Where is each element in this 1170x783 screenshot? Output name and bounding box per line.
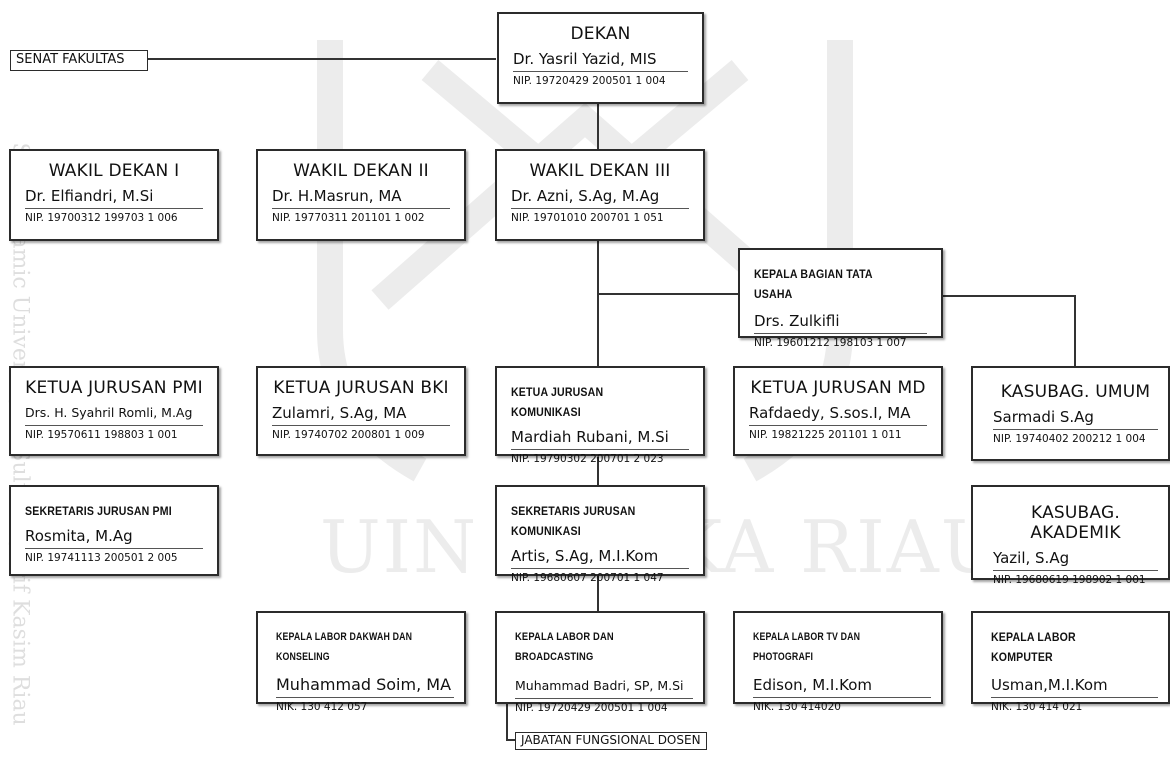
ketua-jurusan-md-box: KETUA JURUSAN MD Rafdaedy, S.sos.I, MA N… — [733, 366, 943, 456]
ketua-jurusan-bki-nip: NIP. 19740702 200801 1 009 — [272, 425, 450, 442]
kasubag-akademik-nip: NIP. 19680619 198902 1 001 — [993, 570, 1158, 587]
kepala-labor-komputer-name: Usman,M.I.Kom — [991, 676, 1108, 694]
dekan-name: Dr. Yasril Yazid, MIS — [513, 50, 657, 68]
ketua-jurusan-bki-title: KETUA JURUSAN BKI — [273, 378, 449, 398]
sekretaris-jurusan-komunikasi-title: SEKRETARIS JURUSAN KOMUNIKASI — [511, 504, 636, 538]
kepala-labor-broadcasting-title: KEPALA LABOR DAN BROADCASTING — [515, 631, 614, 663]
kepala-labor-dakwah-title: KEPALA LABOR DAKWAH DAN KONSELING — [276, 631, 413, 663]
kepala-bagian-tu-name: Drs. Zulkifli — [754, 312, 840, 330]
kepala-labor-broadcasting-nip: NIP. 19720429 200501 1 004 — [515, 698, 693, 715]
kasubag-akademik-name: Yazil, S.Ag — [993, 549, 1070, 567]
sekretaris-jurusan-pmi-name: Rosmita, M.Ag — [25, 527, 133, 545]
dekan-nip: NIP. 19720429 200501 1 004 — [513, 71, 688, 88]
ketua-jurusan-bki-name: Zulamri, S.Ag, MA — [272, 404, 407, 422]
kepala-labor-komputer-box: KEPALA LABOR KOMPUTER Usman,M.I.Kom NIK.… — [971, 611, 1170, 713]
kasubag-umum-title: KASUBAG. UMUM — [1000, 382, 1151, 402]
jabatan-fungsional-label: JABATAN FUNGSIONAL DOSEN — [515, 732, 707, 750]
kepala-labor-dakwah-name: Muhammad Soim, MA — [276, 675, 452, 694]
kasubag-akademik-title: KASUBAG. AKADEMIK — [1030, 503, 1121, 543]
kepala-bagian-tu-nip: NIP. 19601212 198103 1 007 — [754, 333, 927, 350]
dekan-box: DEKAN Dr. Yasril Yazid, MIS NIP. 1972042… — [497, 12, 704, 104]
kepala-labor-tv-nik: NIK. 130 414020 — [753, 697, 931, 714]
wakil-dekan-2-box: WAKIL DEKAN II Dr. H.Masrun, MA NIP. 197… — [256, 149, 466, 241]
senat-fakultas-label: SENAT FAKULTAS — [10, 50, 148, 71]
ketua-jurusan-pmi-name: Drs. H. Syahril Romli, M.Ag — [25, 405, 193, 420]
ketua-jurusan-md-name: Rafdaedy, S.sos.I, MA — [749, 404, 911, 422]
wakil-dekan-1-box: WAKIL DEKAN I Dr. Elfiandri, M.Si NIP. 1… — [9, 149, 219, 241]
ketua-jurusan-pmi-nip: NIP. 19570611 198803 1 001 — [25, 425, 203, 442]
kepala-labor-broadcasting-box: KEPALA LABOR DAN BROADCASTING Muhammad B… — [495, 611, 705, 714]
kasubag-umum-nip: NIP. 19740402 200212 1 004 — [993, 429, 1158, 446]
ketua-jurusan-md-nip: NIP. 19821225 201101 1 011 — [749, 425, 927, 442]
wakil-dekan-1-title: WAKIL DEKAN I — [48, 161, 180, 181]
ketua-jurusan-komunikasi-name: Mardiah Rubani, M.Si — [511, 428, 669, 446]
wakil-dekan-3-title: WAKIL DEKAN III — [529, 161, 671, 181]
ketua-jurusan-md-title: KETUA JURUSAN MD — [750, 378, 926, 398]
kepala-bagian-tu-title: KEPALA BAGIAN TATA USAHA — [754, 267, 873, 301]
kepala-bagian-tu-box: KEPALA BAGIAN TATA USAHA Drs. Zulkifli N… — [738, 248, 943, 349]
wakil-dekan-3-name: Dr. Azni, S.Ag, M.Ag — [511, 187, 660, 205]
ketua-jurusan-pmi-box: KETUA JURUSAN PMI Drs. H. Syahril Romli,… — [9, 366, 219, 456]
wakil-dekan-1-nip: NIP. 19700312 199703 1 006 — [25, 208, 203, 225]
wakil-dekan-1-name: Dr. Elfiandri, M.Si — [25, 187, 154, 205]
wakil-dekan-2-name: Dr. H.Masrun, MA — [272, 187, 402, 205]
kepala-labor-tv-title: KEPALA LABOR TV DAN PHOTOGRAFI — [753, 631, 861, 663]
sekretaris-jurusan-komunikasi-name: Artis, S.Ag, M.I.Kom — [511, 547, 659, 565]
kepala-labor-dakwah-box: KEPALA LABOR DAKWAH DAN KONSELING Muhamm… — [256, 611, 466, 713]
kepala-labor-tv-box: KEPALA LABOR TV DAN PHOTOGRAFI Edison, M… — [733, 611, 943, 713]
wakil-dekan-2-title: WAKIL DEKAN II — [293, 161, 429, 181]
wakil-dekan-2-nip: NIP. 19770311 201101 1 002 — [272, 208, 450, 225]
kepala-labor-komputer-nik: NIK. 130 414 021 — [991, 697, 1158, 714]
sekretaris-jurusan-pmi-title: SEKRETARIS JURUSAN PMI — [25, 504, 172, 518]
ketua-jurusan-komunikasi-nip: NIP. 19790302 200701 2 023 — [511, 449, 689, 466]
kepala-labor-komputer-title: KEPALA LABOR KOMPUTER — [991, 630, 1076, 664]
sekretaris-jurusan-komunikasi-nip: NIP. 19680607 200701 1 047 — [511, 568, 689, 585]
sekretaris-jurusan-pmi-box: SEKRETARIS JURUSAN PMI Rosmita, M.Ag NIP… — [9, 485, 219, 576]
dekan-title: DEKAN — [570, 24, 631, 44]
kasubag-umum-box: KASUBAG. UMUM Sarmadi S.Ag NIP. 19740402… — [971, 366, 1170, 461]
ketua-jurusan-pmi-title: KETUA JURUSAN PMI — [25, 378, 203, 398]
sekretaris-jurusan-pmi-nip: NIP. 19741113 200501 2 005 — [25, 548, 203, 565]
kasubag-akademik-box: KASUBAG. AKADEMIK Yazil, S.Ag NIP. 19680… — [971, 485, 1170, 586]
ketua-jurusan-bki-box: KETUA JURUSAN BKI Zulamri, S.Ag, MA NIP.… — [256, 366, 466, 456]
kasubag-umum-name: Sarmadi S.Ag — [993, 408, 1094, 426]
kepala-labor-dakwah-nik: NIK. 130 412 057 — [276, 697, 454, 714]
sekretaris-jurusan-komunikasi-box: SEKRETARIS JURUSAN KOMUNIKASI Artis, S.A… — [495, 485, 705, 584]
ketua-jurusan-komunikasi-title: KETUA JURUSAN KOMUNIKASI — [511, 385, 604, 419]
wakil-dekan-3-nip: NIP. 19701010 200701 1 051 — [511, 208, 689, 225]
kepala-labor-broadcasting-name: Muhammad Badri, SP, M.Si — [515, 678, 684, 693]
kepala-labor-tv-name: Edison, M.I.Kom — [753, 676, 872, 694]
ketua-jurusan-komunikasi-box: KETUA JURUSAN KOMUNIKASI Mardiah Rubani,… — [495, 366, 705, 465]
wakil-dekan-3-box: WAKIL DEKAN III Dr. Azni, S.Ag, M.Ag NIP… — [495, 149, 705, 241]
connector-lines — [147, 58, 1076, 741]
